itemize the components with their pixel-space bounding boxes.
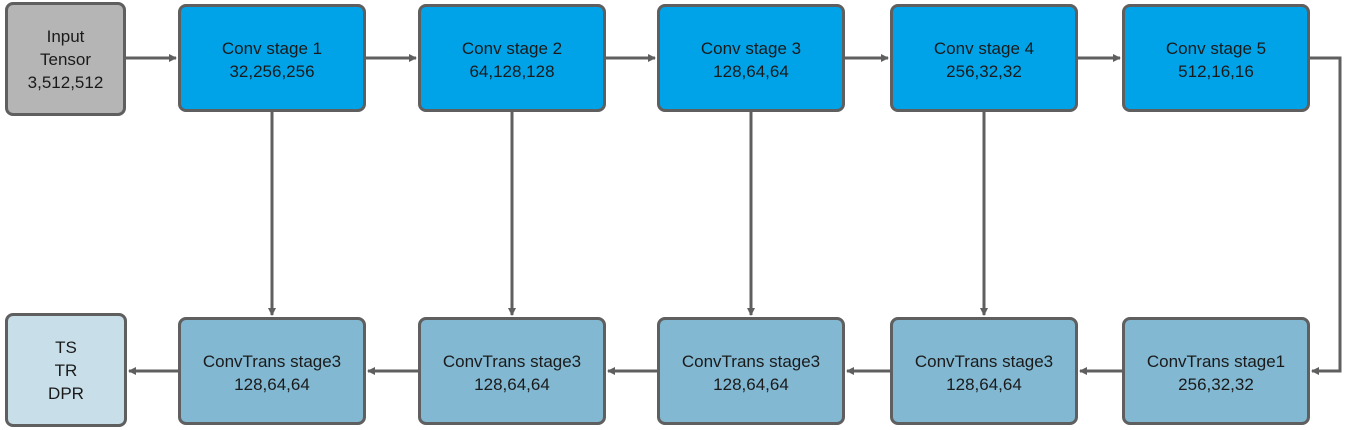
convtrans-stage-shape: 256,32,32	[1178, 375, 1254, 394]
convtrans-stage-b-node: ConvTrans stage3 128,64,64	[418, 317, 606, 425]
conv-stage-2-node: Conv stage 2 64,128,128	[418, 4, 606, 112]
conv-stage-1-node: Conv stage 1 32,256,256	[178, 4, 366, 112]
convtrans-stage-shape: 128,64,64	[474, 375, 550, 394]
convtrans-stage-c-node: ConvTrans stage3 128,64,64	[657, 317, 845, 425]
output-line-3: DPR	[48, 383, 84, 403]
input-line-2: Tensor	[39, 49, 92, 69]
input-line-1: Input	[46, 26, 85, 46]
input-line-3: 3,512,512	[27, 72, 104, 92]
convtrans-stage-label: ConvTrans stage3	[202, 352, 342, 371]
convtrans-stage-shape: 128,64,64	[946, 375, 1022, 394]
convtrans-stage-d-node: ConvTrans stage3 128,64,64	[890, 317, 1078, 425]
convtrans-stage-shape: 128,64,64	[234, 375, 310, 394]
conv-stage-shape: 128,64,64	[713, 62, 789, 81]
conv-stage-label: Conv stage 3	[700, 39, 802, 58]
conv-stage-shape: 64,128,128	[469, 62, 555, 81]
convtrans-stage-label: ConvTrans stage3	[681, 352, 821, 371]
conv-stage-label: Conv stage 2	[461, 39, 563, 58]
conv-stage-label: Conv stage 5	[1165, 39, 1267, 58]
conv-stage-shape: 256,32,32	[946, 62, 1022, 81]
output-node: TS TR DPR	[5, 313, 127, 427]
convtrans-stage-a-node: ConvTrans stage3 128,64,64	[178, 317, 366, 425]
conv-stage-label: Conv stage 1	[221, 39, 323, 58]
convtrans-stage-label: ConvTrans stage3	[442, 352, 582, 371]
conv-stage-5-node: Conv stage 5 512,16,16	[1122, 4, 1310, 112]
convtrans-stage-label: ConvTrans stage3	[914, 352, 1054, 371]
conv-stage-shape: 512,16,16	[1178, 62, 1254, 81]
input-tensor-node: Input Tensor 3,512,512	[5, 2, 126, 116]
conv-stage-3-node: Conv stage 3 128,64,64	[657, 4, 845, 112]
conv-stage-shape: 32,256,256	[229, 62, 315, 81]
conv-stage-4-node: Conv stage 4 256,32,32	[890, 4, 1078, 112]
output-line-2: TR	[54, 360, 78, 380]
arrow-conv5-to-convtrans1	[1310, 56, 1342, 375]
output-line-1: TS	[55, 337, 77, 357]
convtrans-stage-shape: 128,64,64	[713, 375, 789, 394]
convtrans-stage-label: ConvTrans stage1	[1146, 352, 1286, 371]
convtrans-stage-e-node: ConvTrans stage1 256,32,32	[1122, 317, 1310, 425]
conv-stage-label: Conv stage 4	[933, 39, 1035, 58]
